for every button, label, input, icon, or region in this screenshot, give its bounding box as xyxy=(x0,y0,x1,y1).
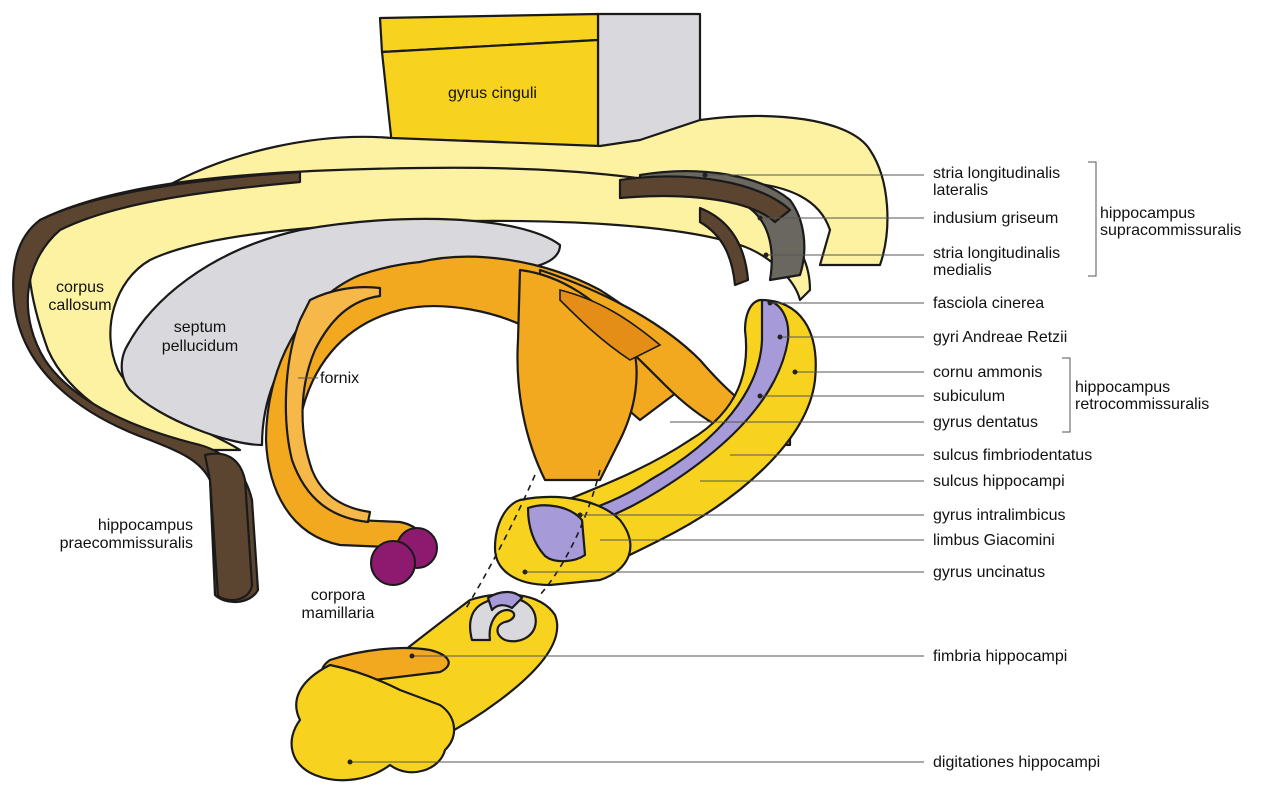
label-supra-1: hippocampus xyxy=(1100,205,1195,222)
label-corpus-callosum-1: corpus xyxy=(56,279,104,296)
label-mamillaria-2: mamillaria xyxy=(302,605,375,622)
label-septum-1: septum xyxy=(174,319,226,336)
label-stria-medialis-1: stria longitudinalis xyxy=(933,245,1060,262)
label-septum-2: pellucidum xyxy=(162,338,238,355)
dot-stria-lateralis xyxy=(703,173,708,178)
label-praecomm-1: hippocampus xyxy=(98,517,193,534)
dot-stria-medialis xyxy=(764,253,769,258)
label-indusium: indusium griseum xyxy=(933,210,1058,227)
label-dentatus: gyrus dentatus xyxy=(933,414,1038,431)
bracket-supracommissuralis xyxy=(1088,162,1096,276)
dot-indusium xyxy=(758,216,763,221)
label-cornu: cornu ammonis xyxy=(933,364,1042,381)
label-mamillaria-1: corpora xyxy=(311,587,365,604)
label-praecomm-2: praecommissuralis xyxy=(60,535,193,552)
label-corpus-callosum-2: callosum xyxy=(48,297,111,314)
bracket-retrocommissuralis xyxy=(1062,358,1070,432)
label-stria-lateralis-2: lateralis xyxy=(933,182,988,199)
corpus-mamillare-front xyxy=(371,541,415,585)
dot-uncinatus xyxy=(523,570,528,575)
label-fimbria: fimbria hippocampi xyxy=(933,648,1067,665)
label-retzii: gyri Andreae Retzii xyxy=(933,329,1067,346)
label-retro-1: hippocampus xyxy=(1075,379,1170,396)
dot-fimbria xyxy=(410,654,415,659)
dot-digitationes xyxy=(348,760,353,765)
label-gyrus-cinguli: gyrus cinguli xyxy=(448,85,537,102)
label-giacomini: limbus Giacomini xyxy=(933,532,1055,549)
dot-cornu xyxy=(793,370,798,375)
label-intralimbicus: gyrus intralimbicus xyxy=(933,507,1065,524)
dot-fasciola xyxy=(768,301,773,306)
label-subiculum: subiculum xyxy=(933,388,1005,405)
dot-retzii xyxy=(778,335,783,340)
label-digitationes: digitationes hippocampi xyxy=(933,754,1100,771)
label-stria-lateralis-1: stria longitudinalis xyxy=(933,165,1060,182)
label-fimbriodentatus: sulcus fimbriodentatus xyxy=(933,447,1092,464)
label-stria-medialis-2: medialis xyxy=(933,262,992,279)
label-retro-2: retrocommissuralis xyxy=(1075,396,1209,413)
label-fornix: fornix xyxy=(320,370,359,387)
label-uncinatus: gyrus uncinatus xyxy=(933,564,1045,581)
label-supra-2: supracommissuralis xyxy=(1100,222,1241,239)
dot-subiculum xyxy=(758,394,763,399)
label-sulcus-hippocampi: sulcus hippocampi xyxy=(933,473,1065,490)
label-fasciola: fasciola cinerea xyxy=(933,295,1044,312)
dot-intralimbicus xyxy=(578,513,583,518)
